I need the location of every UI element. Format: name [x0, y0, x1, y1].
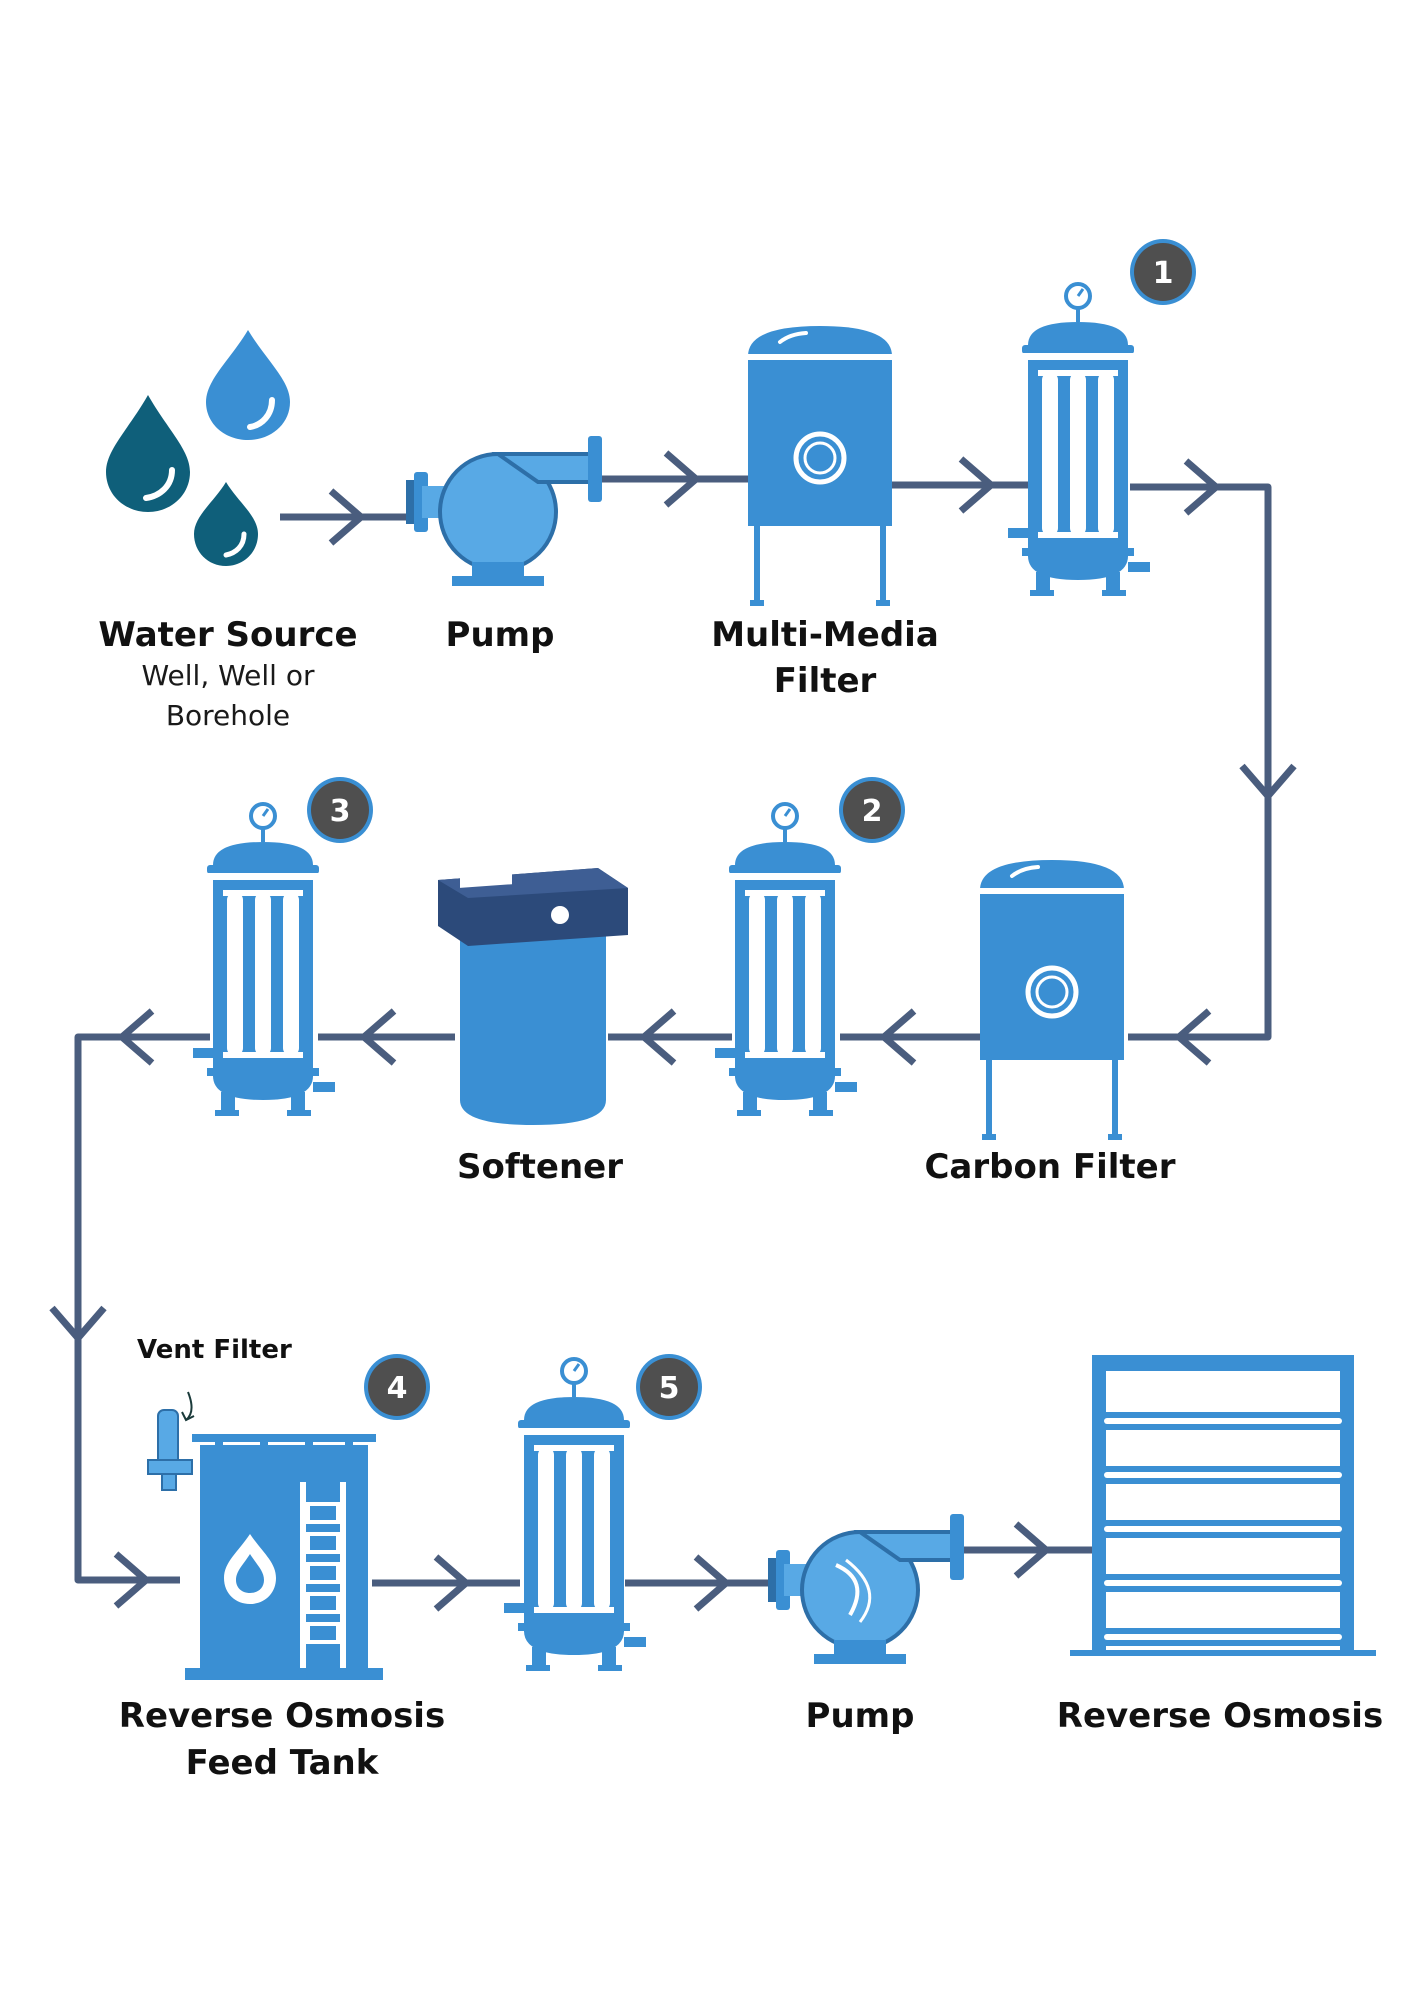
softener-icon: [438, 868, 628, 1125]
pump-1-label: Pump: [445, 615, 555, 655]
reverse-osmosis-rack-icon: [1070, 1355, 1376, 1656]
svg-text:3: 3: [330, 794, 351, 829]
svg-text:4: 4: [387, 1371, 408, 1406]
badge-1: 1: [1130, 239, 1196, 305]
multimedia-filter-label-line-1: Multi-Media: [711, 615, 939, 655]
cartridge-filter-2-icon: [713, 802, 859, 1118]
feed-tank-icon: [147, 1391, 383, 1680]
carbon-filter-label: Carbon Filter: [924, 1147, 1176, 1187]
water-source-sub-line-2: Borehole: [165, 699, 291, 732]
water-drops-icon: [106, 330, 290, 566]
badge-3: 3: [307, 777, 373, 843]
svg-text:1: 1: [1153, 256, 1174, 291]
svg-text:5: 5: [659, 1371, 680, 1406]
softener-label: Softener: [457, 1147, 623, 1187]
pipe-network: [74, 475, 1272, 1587]
badge-5: 5: [636, 1354, 702, 1420]
feed-tank-label-line-1: Reverse Osmosis: [118, 1696, 446, 1736]
cartridge-filter-5-icon: [502, 1357, 648, 1673]
water-source-sub-line-1: Well, Well or: [141, 659, 315, 692]
multimedia-filter-label-line-2: Filter: [773, 661, 877, 701]
pump-1-icon: [404, 434, 604, 588]
svg-text:2: 2: [862, 794, 883, 829]
badge-4: 4: [364, 1354, 430, 1420]
badge-2: 2: [839, 777, 905, 843]
cartridge-filter-3-icon: [191, 802, 337, 1118]
reverse-osmosis-label: Reverse Osmosis: [1056, 1696, 1384, 1736]
feed-tank-label-line-2: Feed Tank: [185, 1743, 379, 1783]
vent-filter-label: Vent Filter: [137, 1335, 292, 1365]
carbon-filter-icon: [976, 860, 1128, 1140]
pump-2-label: Pump: [805, 1696, 915, 1736]
water-source-label: Water Source: [98, 615, 358, 655]
cartridge-filter-1-icon: [1006, 282, 1152, 598]
pump-2-icon: [766, 1512, 966, 1666]
multimedia-filter-icon: [744, 326, 896, 606]
